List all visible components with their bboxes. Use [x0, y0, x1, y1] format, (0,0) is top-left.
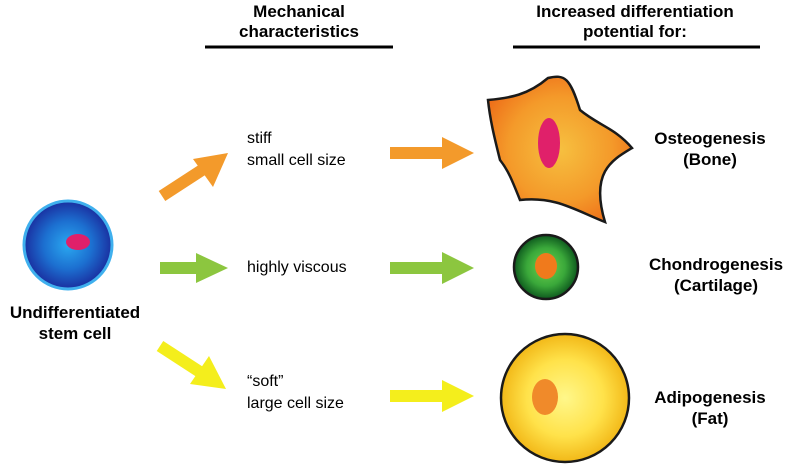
mechanical-soft: “soft” large cell size	[247, 371, 387, 415]
arrow-stem-to-soft	[156, 340, 226, 389]
arrow-stiff-to-bone	[390, 137, 474, 169]
mechanical-stiff-line-2: small cell size	[247, 152, 346, 169]
arrow-soft-to-fat	[390, 380, 474, 412]
outcome-chondrogenesis: Chondrogenesis (Cartilage)	[632, 254, 800, 296]
outcome-osteogenesis: Osteogenesis (Bone)	[630, 128, 790, 170]
mechanical-stiff-line-1: stiff	[247, 130, 272, 147]
bone-cell-nucleus	[538, 118, 560, 168]
mechanical-viscous-line-1: highly viscous	[247, 259, 347, 276]
outcome-adipogenesis-line-2: (Fat)	[691, 409, 729, 428]
cartilage-cell-icon	[512, 233, 580, 301]
cartilage-cell-nucleus	[535, 253, 557, 279]
arrow-viscous-to-cartilage	[390, 252, 474, 284]
stem-cell-icon	[22, 199, 114, 291]
arrow-stem-to-stiff	[158, 153, 228, 202]
stem-cell-label-line-2: stem cell	[38, 324, 112, 343]
differentiation-header: Increased differentiation potential for:	[505, 2, 765, 42]
fat-cell-nucleus	[532, 379, 558, 415]
stem-cell-nucleus	[66, 234, 90, 250]
mechanical-soft-line-1: “soft”	[247, 373, 284, 390]
fat-cell-icon	[499, 332, 631, 464]
outcome-chondrogenesis-line-2: (Cartilage)	[673, 276, 759, 295]
mechanical-stiff: stiff small cell size	[247, 128, 387, 172]
mechanical-header-line-2: characteristics	[238, 22, 360, 41]
differentiation-header-line-1: Increased differentiation	[536, 2, 734, 21]
stem-cell-label: Undifferentiated stem cell	[0, 302, 150, 344]
mechanical-header: Mechanical characteristics	[205, 2, 393, 42]
outcome-adipogenesis-line-1: Adipogenesis	[654, 388, 766, 407]
outcome-chondrogenesis-line-1: Chondrogenesis	[648, 255, 784, 274]
bone-cell-icon	[486, 75, 634, 225]
differentiation-header-line-2: potential for:	[583, 22, 687, 41]
stem-cell-label-line-1: Undifferentiated	[9, 303, 141, 322]
outcome-adipogenesis: Adipogenesis (Fat)	[630, 387, 790, 429]
mechanical-soft-line-2: large cell size	[247, 395, 344, 412]
mechanical-viscous: highly viscous	[247, 257, 387, 279]
arrow-stem-to-viscous	[160, 253, 228, 283]
outcome-osteogenesis-line-1: Osteogenesis	[654, 129, 766, 148]
outcome-osteogenesis-line-2: (Bone)	[683, 150, 737, 169]
mechanical-header-line-1: Mechanical	[253, 2, 345, 21]
